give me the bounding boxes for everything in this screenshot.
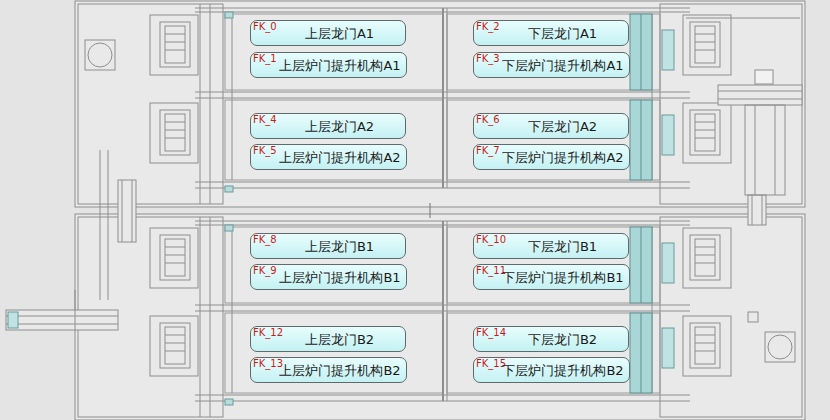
button: FK_0 上层龙门A1 [250,20,406,46]
button: FK_7下层炉门提升机构A2 [473,144,630,170]
button-label: 上层炉门提升机构B2 [279,363,400,378]
button: FK_3下层炉门提升机构A1 [473,52,630,78]
callout-number: FK_2 [476,21,500,32]
button-label: 上层龙门B1 [305,239,374,254]
button-label: 下层龙门B2 [528,332,597,347]
button-label: 下层炉门提升机构B1 [502,270,623,285]
button: FK_8 上层龙门B1 [250,233,406,259]
callout-number: FK_15 [476,358,506,369]
callout-number: FK_11 [476,265,506,276]
button-label: 下层炉门提升机构A2 [502,150,623,165]
button: FK_4 上层龙门A2 [250,113,406,139]
callout-number: FK_0 [253,21,277,32]
button: FK_2 下层龙门A1 [473,20,629,46]
button: FK_6 下层龙门A2 [473,113,629,139]
button: FK_10 下层龙门B1 [473,233,629,259]
button: FK_5上层炉门提升机构A2 [250,144,407,170]
button-label: 上层龙门A2 [305,119,374,134]
button-label: 下层龙门B1 [528,239,597,254]
callout-number: FK_5 [253,145,277,156]
button: FK_14 下层龙门B2 [473,326,629,352]
callout-number: FK_10 [476,234,506,245]
button-label: 下层龙门A1 [528,26,597,41]
button: FK_11下层炉门提升机构B1 [473,264,630,290]
button: FK_13上层炉门提升机构B2 [250,357,407,383]
button-label: 下层炉门提升机构A1 [502,58,623,73]
button-label: 下层炉门提升机构B2 [502,363,623,378]
button: FK_15下层炉门提升机构B2 [473,357,630,383]
callout-number: FK_9 [253,265,277,276]
callout-number: FK_14 [476,327,506,338]
callout-number: FK_12 [253,327,283,338]
button-label: 上层龙门A1 [305,26,374,41]
button-label: 上层炉门提升机构A1 [279,58,400,73]
callout-number: FK_8 [253,234,277,245]
callout-number: FK_7 [476,145,500,156]
callout-number: FK_6 [476,114,500,125]
button-label: 上层炉门提升机构B1 [279,270,400,285]
button-label: 上层龙门B2 [305,332,374,347]
button-label: 下层龙门A2 [528,119,597,134]
callout-number: FK_13 [253,358,283,369]
callout-number: FK_1 [253,53,277,64]
button: FK_9上层炉门提升机构B1 [250,264,407,290]
button-label: 上层炉门提升机构A2 [279,150,400,165]
button: FK_12 上层龙门B2 [250,326,406,352]
button: FK_1上层炉门提升机构A1 [250,52,407,78]
callout-number: FK_3 [476,53,500,64]
callout-number: FK_4 [253,114,277,125]
